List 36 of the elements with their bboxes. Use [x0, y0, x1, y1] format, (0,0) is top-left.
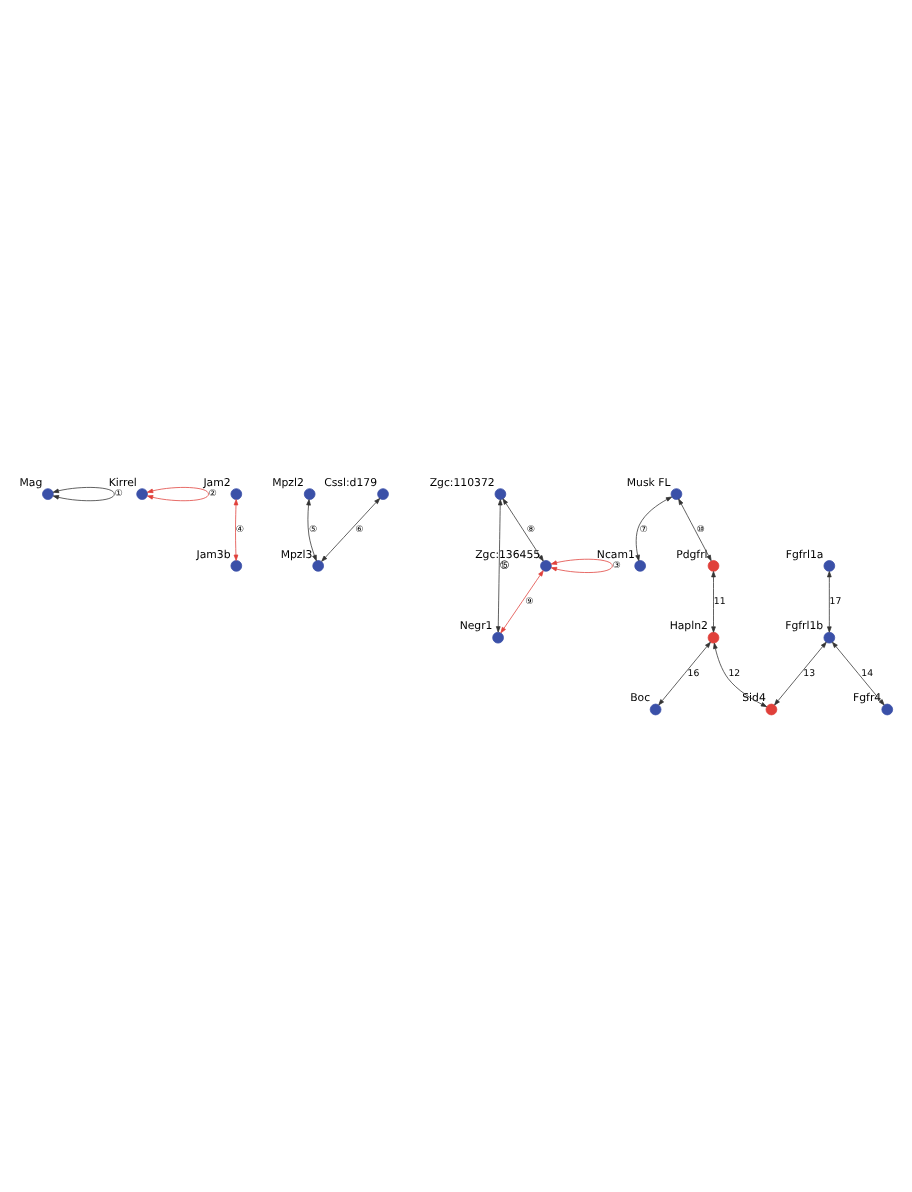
node-circle	[303, 488, 316, 500]
arrow	[502, 498, 544, 562]
node-circle	[494, 488, 507, 500]
arrow	[500, 570, 544, 634]
arrow	[550, 558, 613, 573]
node-circle	[42, 488, 54, 500]
node-circle	[765, 703, 778, 716]
node-circle	[649, 703, 662, 716]
node-circle	[881, 703, 894, 716]
arrow	[711, 571, 716, 633]
arrow	[147, 487, 209, 502]
arrow	[495, 499, 503, 633]
node-circle	[377, 488, 389, 500]
arrow	[774, 641, 827, 706]
arrow	[678, 498, 712, 562]
node-circle	[492, 631, 504, 644]
arrow	[52, 487, 115, 502]
arrow	[832, 641, 885, 706]
arrow	[713, 642, 768, 708]
node-circle	[823, 560, 836, 572]
arrow	[635, 496, 673, 561]
arrow	[306, 499, 317, 562]
node-circle	[312, 560, 324, 572]
node-circle	[230, 560, 243, 572]
node-circle	[634, 560, 646, 572]
node-circle	[136, 488, 148, 500]
node-circle	[670, 488, 683, 500]
arrow	[233, 499, 239, 561]
arrow	[658, 641, 711, 706]
arrow	[321, 498, 381, 562]
node-circle	[230, 488, 243, 500]
node-circle	[707, 560, 720, 572]
node-circle	[540, 560, 552, 572]
node-circle	[823, 631, 836, 644]
arrow	[827, 571, 832, 633]
node-circle	[707, 631, 720, 644]
